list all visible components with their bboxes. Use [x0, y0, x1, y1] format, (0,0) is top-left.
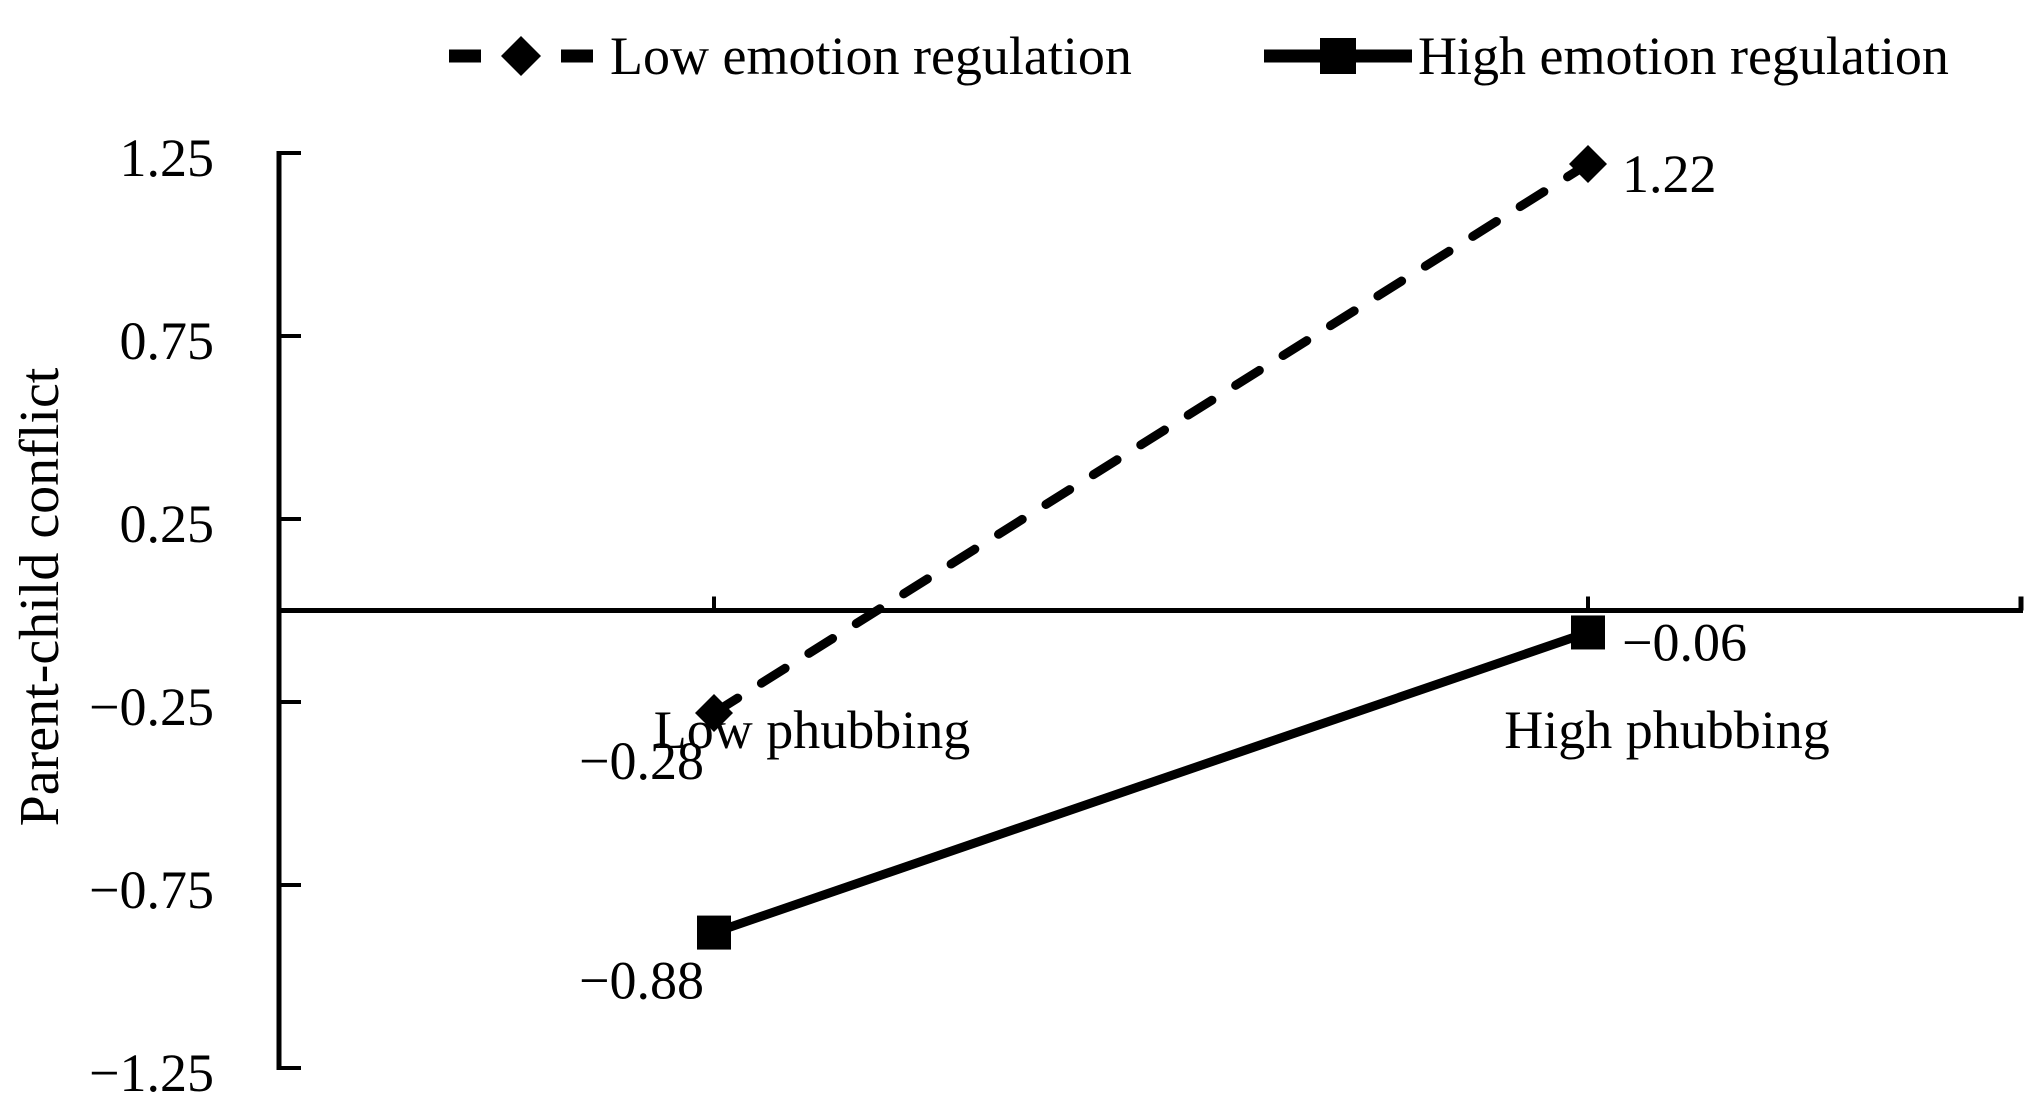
data-point-label: 1.22 [1622, 144, 1717, 204]
category-label-high-phubbing: High phubbing [1504, 700, 1830, 760]
square-marker-icon [1320, 38, 1356, 74]
data-point-square-marker [1571, 615, 1605, 650]
legend-label: Low emotion regulation [610, 26, 1132, 86]
y-tick-label: 1.25 [120, 128, 215, 188]
data-point-label: −0.88 [579, 951, 704, 1011]
data-point-diamond-marker [1569, 144, 1607, 183]
y-tick-label: 0.25 [120, 494, 215, 554]
series-line-high-emotion-regulation [712, 628, 1590, 937]
data-point-diamond-marker [695, 693, 733, 732]
series-line-low-emotion-regulation [709, 159, 1593, 718]
legend-item-high-emotion-regulation: High emotion regulation [1264, 28, 1949, 84]
data-point-label: −0.28 [579, 731, 704, 791]
legend-label: High emotion regulation [1418, 26, 1949, 86]
dashed-diamond-swatch-icon [449, 36, 593, 76]
legend: Low emotion regulation High emotion regu… [0, 28, 2040, 84]
data-point-square-marker [697, 915, 731, 950]
y-tick-label: −0.25 [89, 677, 214, 737]
diamond-marker-icon [501, 36, 541, 76]
legend-item-low-emotion-regulation: Low emotion regulation [448, 28, 1132, 84]
solid-square-swatch-icon [1264, 38, 1412, 74]
data-point-label: −0.06 [1622, 612, 1747, 672]
y-tick-label: 0.75 [120, 311, 215, 371]
y-tick-label: −1.25 [89, 1043, 214, 1103]
y-tick-label: −0.75 [89, 860, 214, 920]
